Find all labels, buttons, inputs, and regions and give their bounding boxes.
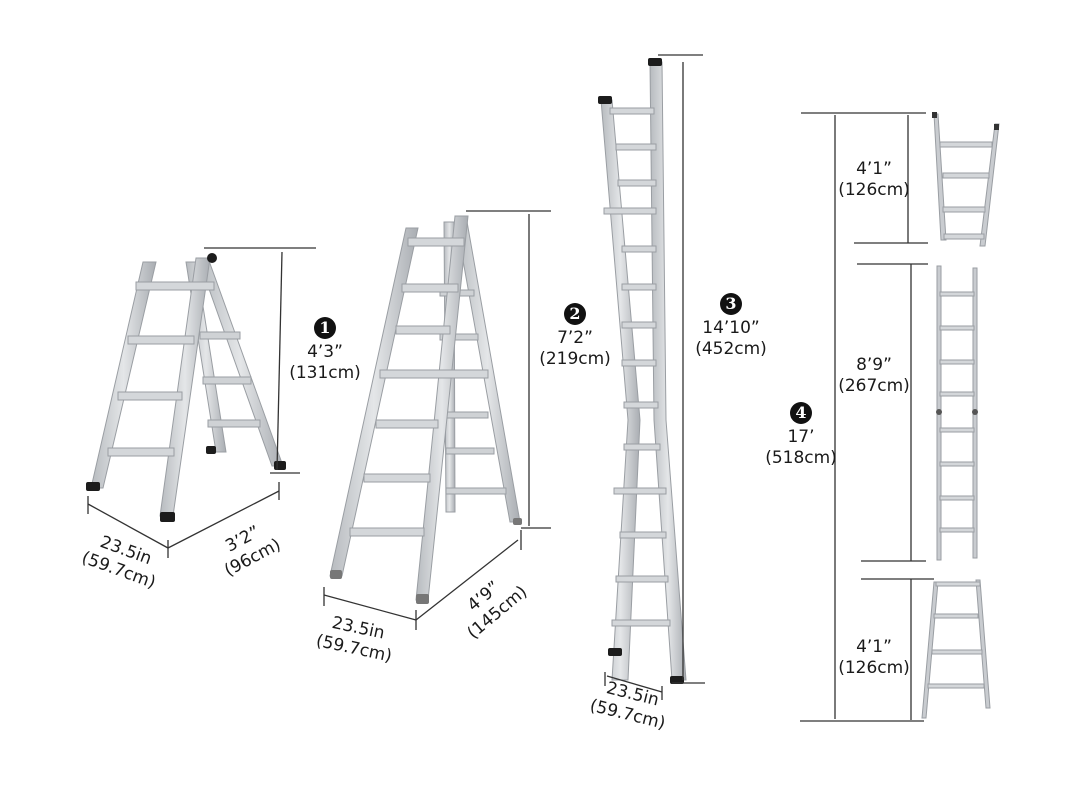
config-4-number-badge: 4 bbox=[790, 402, 812, 424]
config-4-bottom-section-label: 4’1” (126cm) bbox=[836, 637, 912, 679]
config-2-height-label: 2 7’2” (219cm) bbox=[530, 303, 620, 370]
config-3-height-label: 3 14’10” (452cm) bbox=[686, 293, 776, 360]
config-4-bottom-section-ft: 4’1” bbox=[856, 637, 892, 657]
config-2-height-cm: (219cm) bbox=[539, 349, 611, 369]
ladder-3-dimension-lines bbox=[604, 54, 705, 700]
config-4-height-ft: 17’ bbox=[787, 427, 815, 447]
ladder-1-dimension-lines bbox=[87, 247, 316, 558]
config-4-middle-section-cm: (267cm) bbox=[838, 376, 910, 396]
config-3-height-ft: 14’10” bbox=[702, 318, 760, 338]
config-4-middle-section-ft: 8’9” bbox=[856, 355, 892, 375]
config-4-bottom-section-cm: (126cm) bbox=[838, 658, 910, 678]
config-1-number-badge: 1 bbox=[314, 317, 336, 339]
config-2-height-ft: 7’2” bbox=[557, 328, 593, 348]
config-4-height-cm: (518cm) bbox=[765, 448, 837, 468]
config-2-number-badge: 2 bbox=[564, 303, 586, 325]
config-1-height-ft: 4’3” bbox=[307, 342, 343, 362]
config-3-number-badge: 3 bbox=[720, 293, 742, 315]
config-1-height-label: 1 4’3” (131cm) bbox=[280, 317, 370, 384]
ladder-2-image bbox=[329, 215, 522, 604]
ladder-3-image bbox=[598, 58, 687, 684]
ladder-2-dimension-lines bbox=[323, 210, 551, 630]
ladder-1-image bbox=[86, 253, 286, 522]
ladder-4-image bbox=[921, 112, 1000, 719]
config-4-top-section-label: 4’1” (126cm) bbox=[836, 159, 912, 201]
config-4-middle-section-label: 8’9” (267cm) bbox=[836, 355, 912, 397]
config-1-height-cm: (131cm) bbox=[289, 363, 361, 383]
config-4-total-height-label: 4 17’ (518cm) bbox=[758, 402, 844, 469]
config-4-top-section-cm: (126cm) bbox=[838, 180, 910, 200]
config-3-height-cm: (452cm) bbox=[695, 339, 767, 359]
ladder-4-dimension-lines bbox=[800, 112, 934, 722]
config-4-top-section-ft: 4’1” bbox=[856, 159, 892, 179]
